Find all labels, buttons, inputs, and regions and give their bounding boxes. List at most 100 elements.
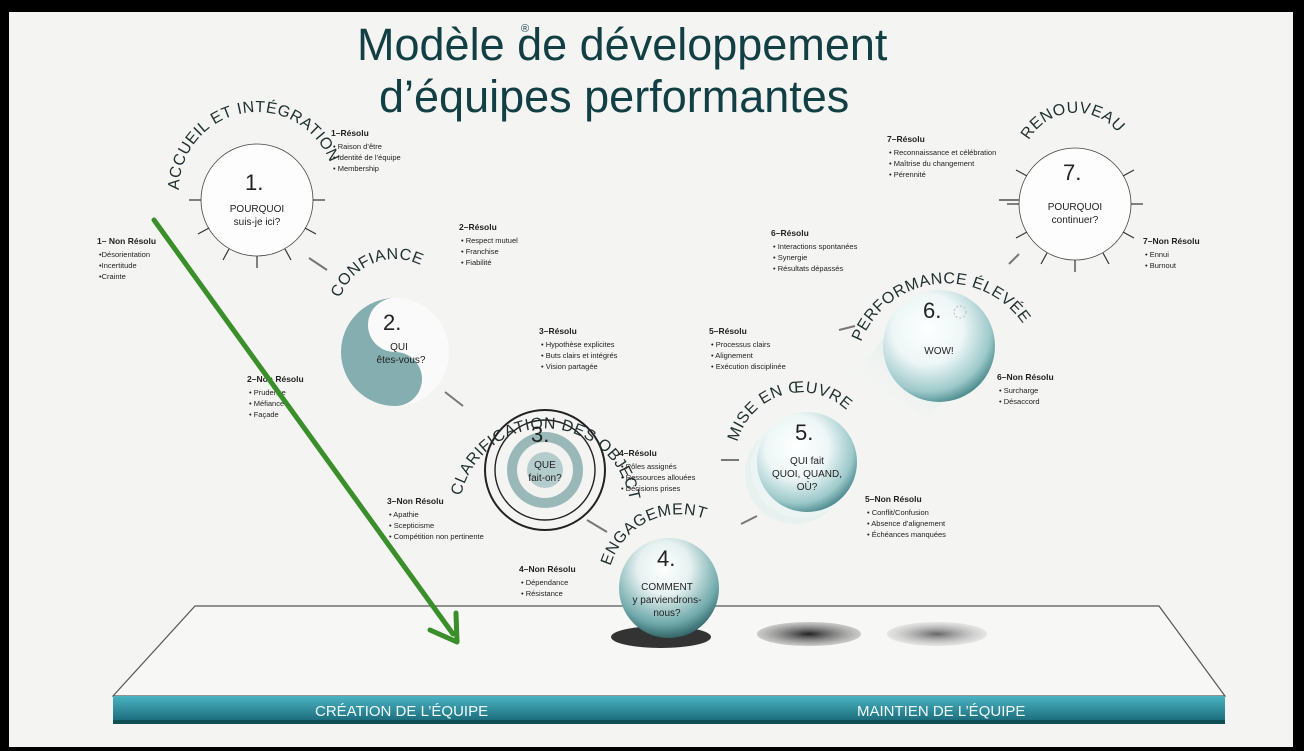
stage-3-question-2: fait-on? — [528, 473, 562, 484]
creation-label: CRÉATION DE L’ÉQUIPE — [315, 703, 488, 720]
maintenance-label: MAINTIEN DE L’ÉQUIPE — [857, 703, 1025, 720]
title-line-1: Modèle de développement — [357, 19, 888, 70]
stage-7-number: 7. — [1063, 160, 1081, 185]
svg-text:• Résistance: • Résistance — [521, 589, 563, 598]
stage-6-question-1: WOW! — [924, 346, 953, 357]
stage-1-question-1: POURQUOI — [230, 204, 284, 215]
stage-1-ticks — [189, 199, 325, 268]
connector-arrows — [308, 199, 1020, 533]
stage-2-question-1: QUI — [390, 342, 408, 353]
svg-text:• Ennui: • Ennui — [1145, 250, 1169, 259]
svg-text:• Interactions spontanées: • Interactions spontanées — [773, 242, 858, 251]
svg-text:• Maîtrise du changement: • Maîtrise du changement — [889, 159, 975, 168]
note-r5: 5–Résolu • Processus clairs • Alignement… — [709, 326, 786, 371]
svg-text:• Burnout: • Burnout — [1145, 261, 1177, 270]
svg-text:• Raison d’être: • Raison d’être — [333, 142, 382, 151]
svg-text:1–Résolu: 1–Résolu — [331, 128, 369, 138]
stage-5-question-3: OÙ? — [797, 480, 818, 493]
svg-text:• Conflit/Confusion: • Conflit/Confusion — [867, 508, 929, 517]
stage-7-question-1: POURQUOI — [1048, 202, 1102, 213]
svg-text:• Fiabilité: • Fiabilité — [461, 258, 492, 267]
svg-text:6–Non Résolu: 6–Non Résolu — [997, 372, 1054, 382]
note-n6: 6–Non Résolu • Surcharge • Désaccord — [997, 372, 1054, 406]
note-n1: 1– Non Résolu •Désorientation •Incertitu… — [97, 236, 156, 281]
stage-4: ENGAGEMENT 4. COMMENT y parviendrons- no… — [598, 501, 719, 638]
stage-4-number: 4. — [657, 546, 675, 571]
stage-5-number: 5. — [795, 420, 813, 445]
svg-text:• Hypothèse explicites: • Hypothèse explicites — [541, 340, 615, 349]
note-r2: 2–Résolu • Respect mutuel • Franchise • … — [459, 222, 518, 267]
stage-3-question-1: QUE — [534, 460, 556, 471]
svg-text:• Résultats dépassés: • Résultats dépassés — [773, 264, 843, 273]
stage-4-question-3: nous? — [653, 608, 681, 619]
stage-3-number: 3. — [531, 422, 549, 447]
svg-text:• Identité de l’équipe: • Identité de l’équipe — [333, 153, 401, 162]
svg-text:3–Résolu: 3–Résolu — [539, 326, 577, 336]
svg-text:5–Résolu: 5–Résolu — [709, 326, 747, 336]
svg-text:6–Résolu: 6–Résolu — [771, 228, 809, 238]
team-development-model: Modèle de développement ® d’équipes perf… — [9, 12, 1227, 724]
diagram-frame: Modèle de développement ® d’équipes perf… — [9, 12, 1293, 747]
svg-text:7–Non Résolu: 7–Non Résolu — [1143, 236, 1200, 246]
svg-text:• Vision partagée: • Vision partagée — [541, 362, 598, 371]
svg-text:• Décisions prises: • Décisions prises — [621, 484, 681, 493]
stage-4-question-2: y parviendrons- — [633, 595, 702, 606]
note-r7: 7–Résolu • Reconnaissance et célébration… — [887, 134, 996, 179]
note-n5: 5–Non Résolu • Conflit/Confusion • Absen… — [865, 494, 946, 539]
svg-text:2–Non Résolu: 2–Non Résolu — [247, 374, 304, 384]
svg-text:4–Non Résolu: 4–Non Résolu — [519, 564, 576, 574]
note-r6: 6–Résolu • Interactions spontanées • Syn… — [771, 228, 858, 273]
svg-text:• Ressources allouées: • Ressources allouées — [621, 473, 696, 482]
stage-7-ticks — [1007, 169, 1143, 272]
svg-text:• Alignement: • Alignement — [711, 351, 754, 360]
svg-text:• Reconnaissance et célébratio: • Reconnaissance et célébration — [889, 148, 996, 157]
svg-text:• Membership: • Membership — [333, 164, 379, 173]
registered-mark: ® — [521, 23, 529, 35]
stage-5: MISE EN ŒUVRE 5. QUI fait QUOI, QUAND, O… — [725, 379, 857, 524]
svg-text:2–Résolu: 2–Résolu — [459, 222, 497, 232]
svg-text:• Scepticisme: • Scepticisme — [389, 521, 434, 530]
svg-text:• Pérennité: • Pérennité — [889, 170, 926, 179]
svg-text:• Absence d’alignement: • Absence d’alignement — [867, 519, 946, 528]
stage-2: CONFIANCE 2. QUI êtes-vous? — [328, 246, 449, 406]
svg-text:•Crainte: •Crainte — [99, 272, 126, 281]
stage-4-question-1: COMMENT — [641, 582, 693, 593]
svg-text:• Rôles assignés: • Rôles assignés — [621, 462, 677, 471]
svg-text:• Exécution disciplinée: • Exécution disciplinée — [711, 362, 786, 371]
svg-text:• Compétition non pertinente: • Compétition non pertinente — [389, 532, 484, 541]
note-r4: 4–Résolu • Rôles assignés • Ressources a… — [619, 448, 696, 493]
svg-text:• Processus clairs: • Processus clairs — [711, 340, 771, 349]
stage-7-question-2: continuer? — [1052, 215, 1099, 226]
note-r1: 1–Résolu • Raison d’être • Identité de l… — [331, 128, 401, 173]
svg-text:• Dépendance: • Dépendance — [521, 578, 568, 587]
svg-text:• Désaccord: • Désaccord — [999, 397, 1040, 406]
stage-2-question-2: êtes-vous? — [377, 355, 426, 366]
stage-1-number: 1. — [245, 170, 263, 195]
sparkle-icon — [953, 305, 967, 319]
shadow-5 — [757, 622, 861, 646]
svg-text:• Respect mutuel: • Respect mutuel — [461, 236, 518, 245]
note-r3: 3–Résolu • Hypothèse explicites • Buts c… — [539, 326, 618, 371]
svg-text:• Échéances manquées: • Échéances manquées — [867, 530, 946, 539]
svg-text:• Buts clairs et intégrés: • Buts clairs et intégrés — [541, 351, 618, 360]
stage-1: ACCUEIL ET INTÉGRATION 1. POURQUOI suis-… — [166, 97, 342, 268]
svg-text:• Apathie: • Apathie — [389, 510, 419, 519]
svg-text:• Prudence: • Prudence — [249, 388, 286, 397]
svg-text:5–Non Résolu: 5–Non Résolu — [865, 494, 922, 504]
stage-5-question-2: QUOI, QUAND, — [772, 469, 842, 480]
stage-2-number: 2. — [383, 310, 401, 335]
svg-text:3–Non Résolu: 3–Non Résolu — [387, 496, 444, 506]
svg-text:• Méfiance: • Méfiance — [249, 399, 284, 408]
title-line-2: d’équipes performantes — [379, 71, 849, 122]
svg-text:• Franchise: • Franchise — [461, 247, 499, 256]
note-n2: 2–Non Résolu • Prudence • Méfiance • Faç… — [247, 374, 304, 419]
svg-text:•Incertitude: •Incertitude — [99, 261, 137, 270]
svg-text:7–Résolu: 7–Résolu — [887, 134, 925, 144]
stage-5-question-1: QUI fait — [790, 456, 824, 467]
svg-text:4–Résolu: 4–Résolu — [619, 448, 657, 458]
shadow-6 — [887, 622, 987, 646]
stage-2-name: CONFIANCE — [328, 246, 426, 300]
svg-text:• Façade: • Façade — [249, 410, 279, 419]
annotation-arrow — [151, 217, 460, 645]
stage-7: RENOUVEAU 7. POURQUOI continuer? — [1007, 99, 1143, 272]
